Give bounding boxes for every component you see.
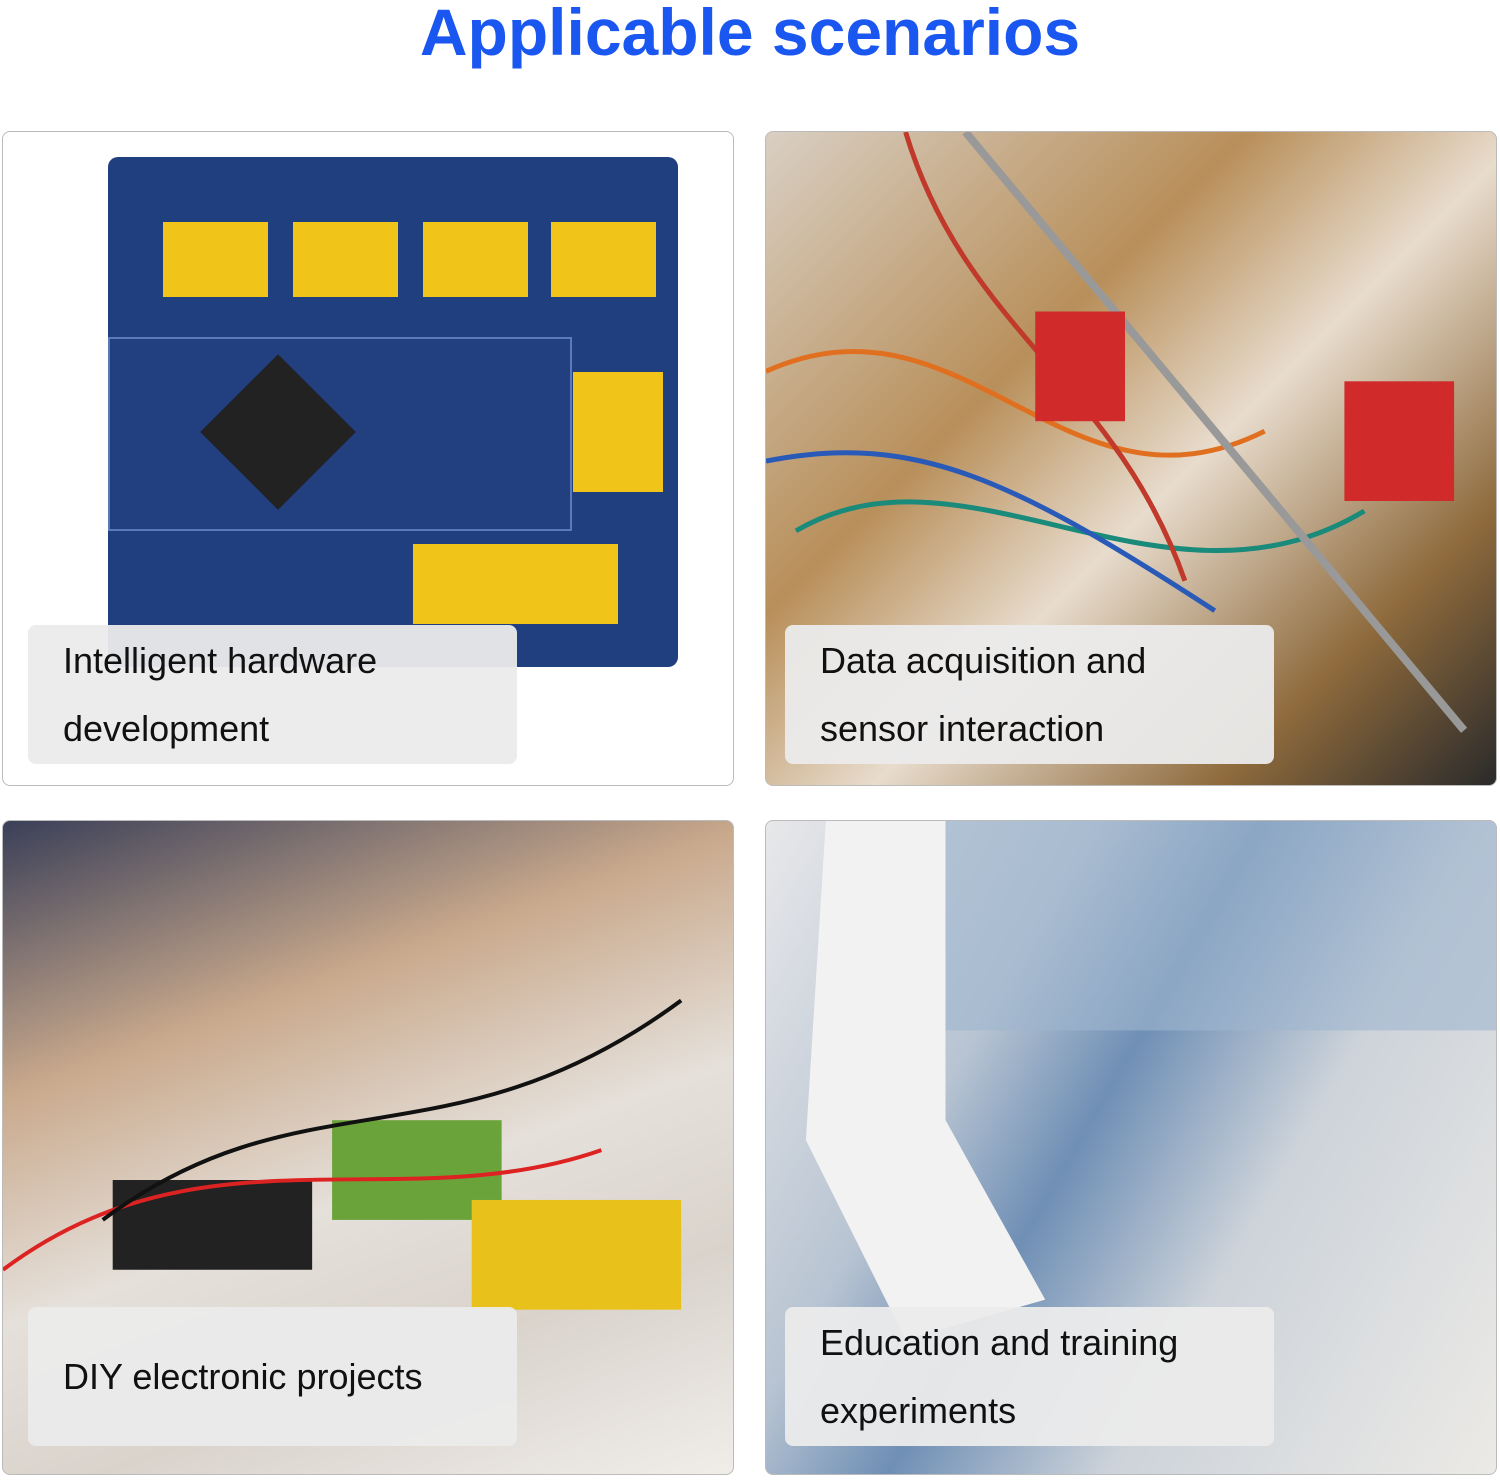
scenario-caption: Intelligent hardware development: [28, 625, 517, 764]
scenario-caption: Data acquisition and sensor interaction: [785, 625, 1274, 764]
caption-line: experiments: [820, 1389, 1017, 1431]
wires-photo: [766, 132, 1468, 733]
diy-photo: [3, 998, 683, 1310]
drone-photo: [805, 821, 1496, 1340]
scenario-card-education: Education and training experiments: [765, 820, 1497, 1475]
scenario-card-hardware-development: Intelligent hardware development: [2, 131, 734, 786]
scenario-caption: DIY electronic projects: [28, 1307, 517, 1446]
caption-line: Education and training: [820, 1321, 1179, 1363]
caption-line: Data acquisition and: [820, 639, 1147, 681]
caption-line: DIY electronic projects: [63, 1355, 423, 1397]
caption-line: development: [63, 707, 270, 749]
page-title: Applicable scenarios: [419, 0, 1081, 69]
scenario-caption: Education and training experiments: [785, 1307, 1274, 1446]
caption-line: sensor interaction: [820, 707, 1105, 749]
caption-line: Intelligent hardware: [63, 639, 378, 681]
scenario-card-data-acquisition: Data acquisition and sensor interaction: [765, 131, 1497, 786]
scenario-card-diy-projects: DIY electronic projects: [2, 820, 734, 1475]
